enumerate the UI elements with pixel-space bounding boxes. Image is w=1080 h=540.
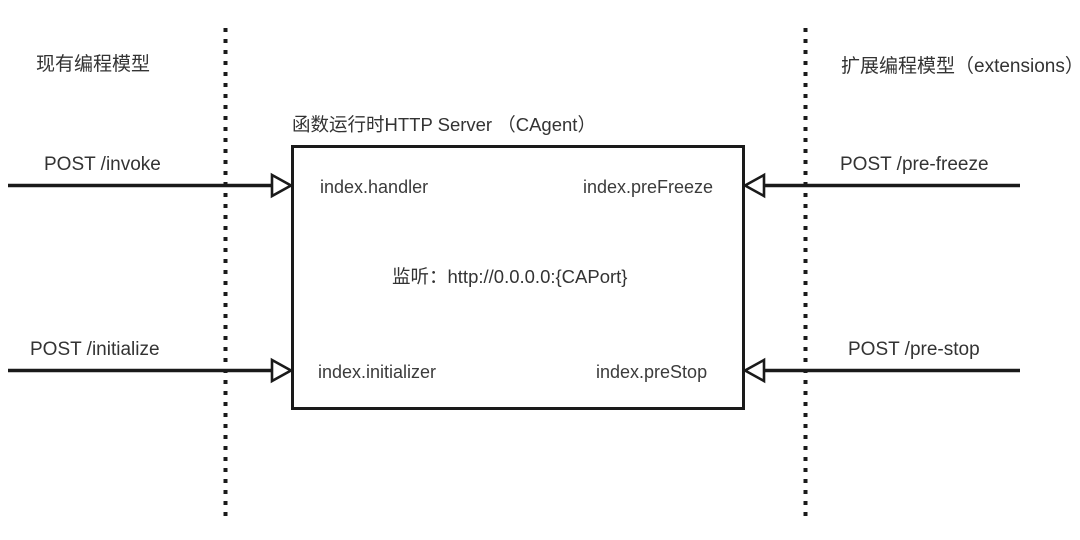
ca-agent-box bbox=[291, 145, 745, 410]
arrow-head-invoke bbox=[270, 172, 294, 199]
route-label-post-pre-stop: POST /pre-stop bbox=[848, 339, 980, 360]
ca-agent-box-title: 函数运行时HTTP Server （CAgent） bbox=[292, 114, 596, 135]
zone-label-extensions-model: 扩展编程模型（extensions） bbox=[841, 56, 1080, 77]
arrow-head-pre-freeze bbox=[742, 172, 766, 199]
zone-label-existing-model: 现有编程模型 bbox=[36, 54, 151, 75]
route-label-post-initialize: POST /initialize bbox=[30, 339, 160, 360]
arrow-head-initialize bbox=[270, 357, 294, 384]
hook-label-index-prestop: index.preStop bbox=[596, 362, 708, 382]
listen-address-label: 监听：http://0.0.0.0:{CAPort} bbox=[392, 266, 628, 287]
hook-label-index-prefreeze: index.preFreeze bbox=[583, 177, 714, 197]
route-label-post-invoke: POST /invoke bbox=[44, 154, 161, 175]
hook-label-index-handler: index.handler bbox=[320, 177, 429, 197]
route-label-post-pre-freeze: POST /pre-freeze bbox=[840, 154, 989, 175]
arrow-head-pre-stop bbox=[742, 357, 766, 384]
hook-label-index-initializer: index.initializer bbox=[318, 362, 437, 382]
